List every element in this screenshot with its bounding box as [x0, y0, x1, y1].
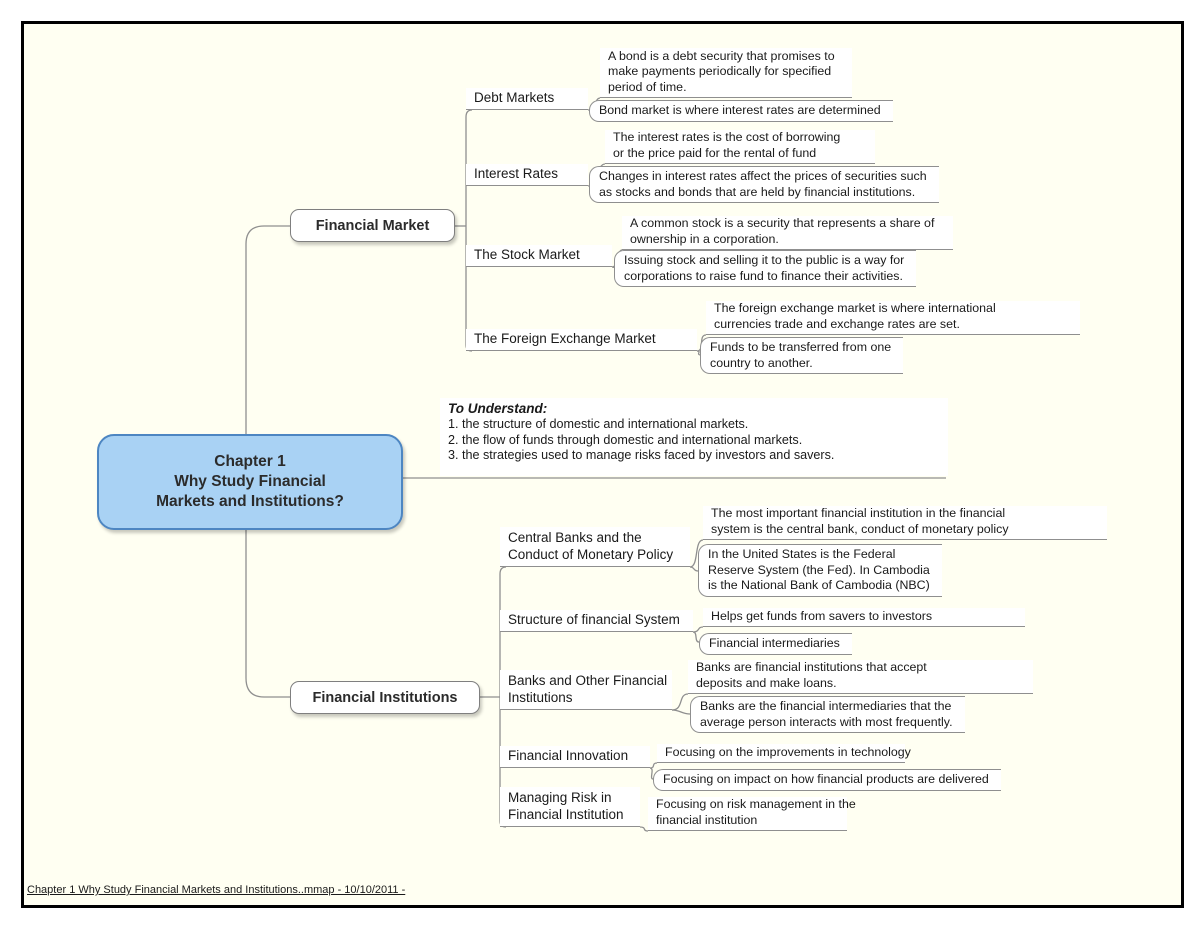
- topic-interest-rates[interactable]: Interest Rates: [466, 164, 588, 186]
- subtopic-interest-rate-changes[interactable]: Changes in interest rates affect the pri…: [589, 166, 939, 203]
- subtopic-products-delivered[interactable]: Focusing on impact on how financial prod…: [653, 769, 1001, 791]
- subtopic-banks-intermediaries[interactable]: Banks are the financial intermediaries t…: [690, 696, 965, 733]
- topic-central-banks[interactable]: Central Banks and the Conduct of Monetar…: [500, 527, 690, 567]
- branch-node-financial-market[interactable]: Financial Market: [290, 209, 455, 242]
- note-item: 1. the structure of domestic and interna…: [448, 417, 749, 431]
- subtopic-financial-intermediaries[interactable]: Financial intermediaries: [699, 633, 852, 655]
- subtopic-risk-management[interactable]: Focusing on risk management in the finan…: [648, 797, 856, 831]
- topic-structure-financial-system[interactable]: Structure of financial System: [500, 610, 693, 632]
- subtopic-improvements-technology[interactable]: Focusing on the improvements in technolo…: [657, 744, 911, 763]
- note-to-understand[interactable]: To Understand: 1. the structure of domes…: [440, 398, 948, 476]
- subtopic-interest-rate-definition[interactable]: The interest rates is the cost of borrow…: [605, 130, 875, 164]
- footer-filename: Chapter 1 Why Study Financial Markets an…: [27, 884, 406, 896]
- topic-stock-market[interactable]: The Stock Market: [466, 245, 612, 267]
- topic-managing-risk[interactable]: Managing Risk in Financial Institution: [500, 787, 640, 827]
- subtopic-bond-market[interactable]: Bond market is where interest rates are …: [589, 100, 893, 122]
- subtopic-helps-get-funds[interactable]: Helps get funds from savers to investors: [703, 608, 1025, 627]
- subtopic-fx-definition[interactable]: The foreign exchange market is where int…: [706, 301, 1080, 335]
- subtopic-fx-funds-transfer[interactable]: Funds to be transferred from one country…: [700, 337, 904, 374]
- topic-banks-and-other[interactable]: Banks and Other Financial Institutions: [500, 670, 672, 710]
- note-item: 2. the flow of funds through domestic an…: [448, 432, 803, 447]
- note-title: To Understand:: [448, 401, 548, 416]
- subtopic-central-bank-importance[interactable]: The most important financial institution…: [703, 506, 1107, 540]
- subtopic-banks-accept-deposits[interactable]: Banks are financial institutions that ac…: [688, 660, 1033, 694]
- subtopic-bond-definition[interactable]: A bond is a debt security that promises …: [600, 48, 852, 98]
- topic-foreign-exchange-market[interactable]: The Foreign Exchange Market: [466, 329, 697, 351]
- topic-debt-markets[interactable]: Debt Markets: [466, 88, 588, 110]
- root-node[interactable]: Chapter 1 Why Study Financial Markets an…: [97, 434, 403, 530]
- subtopic-issuing-stock[interactable]: Issuing stock and selling it to the publ…: [614, 250, 917, 287]
- subtopic-common-stock[interactable]: A common stock is a security that repres…: [622, 216, 953, 250]
- topic-financial-innovation[interactable]: Financial Innovation: [500, 746, 650, 768]
- subtopic-fed-nbc[interactable]: In the United States is the Federal Rese…: [698, 544, 942, 597]
- branch-node-financial-institutions[interactable]: Financial Institutions: [290, 681, 480, 714]
- note-item: 3. the strategies used to manage risks f…: [448, 448, 835, 463]
